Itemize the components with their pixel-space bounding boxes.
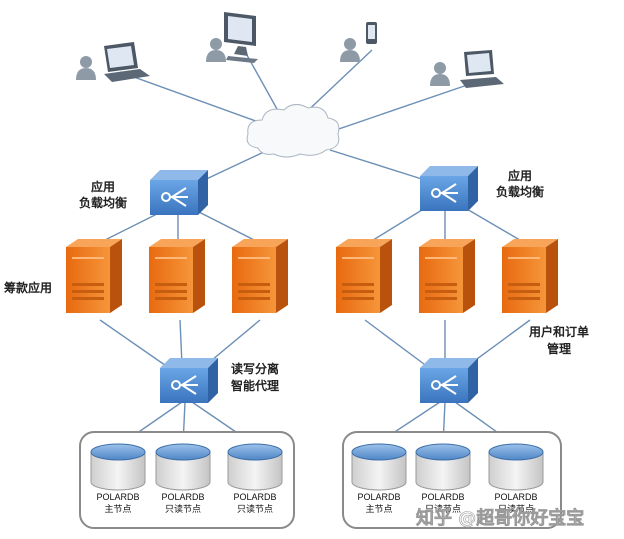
server-icon bbox=[66, 239, 122, 313]
app-servers bbox=[66, 239, 558, 313]
database-name: POLARDB bbox=[357, 492, 400, 502]
client-user-1 bbox=[76, 42, 150, 82]
database-name: POLARDB bbox=[494, 492, 537, 502]
monitor-icon bbox=[224, 12, 258, 63]
server-icon bbox=[149, 239, 205, 313]
label-line: 智能代理 bbox=[230, 378, 279, 393]
label-app-lb-left: 应用 负载均衡 bbox=[79, 179, 127, 210]
load-balancer-icon bbox=[150, 170, 208, 215]
label-line: 应用 bbox=[508, 168, 532, 183]
phone-icon bbox=[366, 22, 377, 44]
label-proxy: 读写分离 智能代理 bbox=[230, 361, 279, 393]
proxy-switch-right bbox=[420, 358, 478, 403]
load-balancer-icon bbox=[420, 166, 478, 211]
database-name: POLARDB bbox=[161, 492, 204, 502]
app-load-balancer-left bbox=[150, 170, 208, 215]
label-line: 用户和订单 bbox=[528, 324, 589, 339]
laptop-icon bbox=[460, 50, 504, 88]
database-role: 只读节点 bbox=[425, 503, 461, 514]
label-line: 负载均衡 bbox=[496, 184, 544, 199]
database-icon bbox=[415, 443, 471, 491]
client-user-3 bbox=[340, 22, 377, 62]
load-balancer-icon bbox=[420, 358, 478, 403]
database-role: 主节点 bbox=[365, 503, 392, 514]
label-line: 读写分离 bbox=[231, 361, 279, 376]
label-line: 管理 bbox=[547, 341, 571, 356]
database-role: 只读节点 bbox=[237, 503, 273, 514]
database-name: POLARDB bbox=[96, 492, 139, 502]
proxy-switch-left bbox=[160, 358, 218, 403]
client-user-4 bbox=[430, 50, 504, 88]
watermark: 知乎 @超哥你好宝宝 bbox=[416, 507, 584, 529]
server-icon bbox=[502, 239, 558, 313]
database-icon bbox=[351, 443, 407, 491]
cloud-icon bbox=[246, 104, 340, 158]
laptop-icon bbox=[104, 42, 150, 82]
label-right-app: 用户和订单 管理 bbox=[528, 324, 589, 356]
database-icon bbox=[155, 443, 211, 491]
label-line: 负载均衡 bbox=[79, 195, 127, 210]
server-icon bbox=[419, 239, 475, 313]
client-user-2 bbox=[206, 12, 258, 63]
database-icon bbox=[227, 443, 283, 491]
database-icon bbox=[90, 443, 146, 491]
app-load-balancer-right bbox=[420, 166, 478, 211]
database-name: POLARDB bbox=[233, 492, 276, 502]
label-line: 应用 bbox=[91, 179, 115, 194]
user-icon bbox=[76, 56, 96, 80]
label-app-lb-right: 应用 负载均衡 bbox=[496, 168, 544, 199]
database-role: 只读节点 bbox=[498, 503, 534, 514]
database-role: 主节点 bbox=[104, 503, 131, 514]
load-balancer-icon bbox=[160, 358, 218, 403]
server-icon bbox=[336, 239, 392, 313]
user-icon bbox=[430, 62, 450, 86]
user-icon bbox=[206, 38, 226, 62]
database-icon bbox=[488, 443, 544, 491]
server-icon bbox=[232, 239, 288, 313]
database-name: POLARDB bbox=[421, 492, 464, 502]
database-role: 只读节点 bbox=[165, 503, 201, 514]
user-icon bbox=[340, 38, 360, 62]
label-left-app: 筹款应用 bbox=[4, 280, 52, 295]
